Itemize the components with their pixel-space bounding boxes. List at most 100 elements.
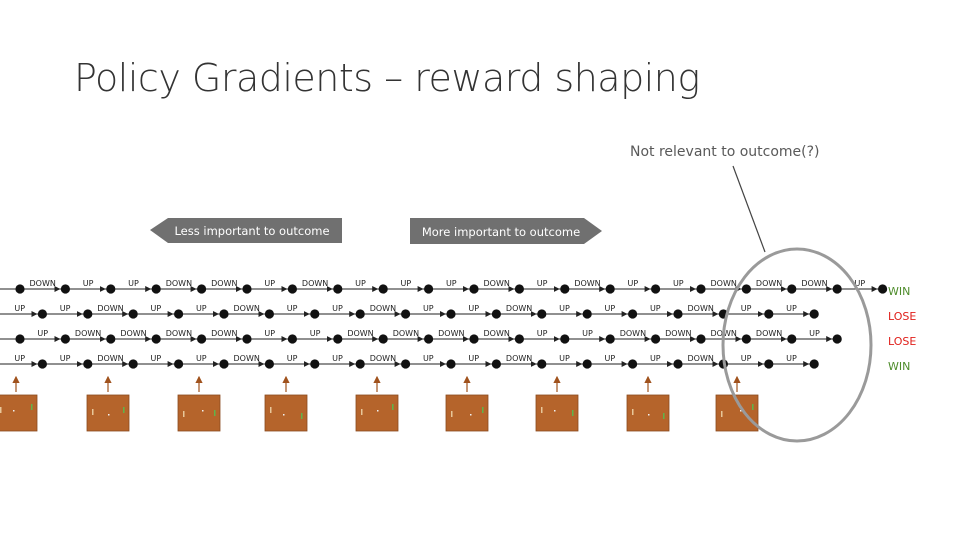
state-node — [628, 309, 637, 318]
action-label: UP — [605, 304, 616, 313]
state-node — [106, 284, 115, 293]
state-node — [38, 359, 47, 368]
ball — [648, 414, 650, 416]
state-node — [673, 309, 682, 318]
paddle — [572, 410, 574, 416]
episode-rows: DOWN UP UP DOWN DOWN UP DOWN UP UP UP DOWN UP DOWN UP… — [0, 279, 887, 369]
irrelevant-region-circle — [723, 249, 871, 441]
state-node — [810, 309, 819, 318]
state-node — [469, 334, 478, 343]
action-label: DOWN — [120, 329, 146, 338]
action-label: UP — [332, 304, 343, 313]
state-node — [469, 284, 478, 293]
action-label: DOWN — [711, 279, 737, 288]
paddle — [752, 404, 754, 410]
action-label: UP — [559, 304, 570, 313]
action-label: UP — [287, 304, 298, 313]
state-node — [742, 284, 751, 293]
state-node — [628, 359, 637, 368]
state-node — [764, 309, 773, 318]
state-node — [606, 334, 615, 343]
state-node — [696, 284, 705, 293]
state-node — [15, 284, 24, 293]
action-label: UP — [423, 304, 434, 313]
state-node — [696, 334, 705, 343]
action-label: UP — [650, 354, 661, 363]
action-label: UP — [423, 354, 434, 363]
state-node — [288, 284, 297, 293]
more-important-label: More important to outcome — [422, 225, 580, 239]
state-node — [537, 359, 546, 368]
action-label: UP — [37, 329, 48, 338]
paddle — [482, 407, 484, 413]
action-label: DOWN — [30, 279, 56, 288]
state-node — [560, 334, 569, 343]
paddle — [451, 411, 453, 417]
action-label: UP — [401, 279, 412, 288]
action-label: DOWN — [211, 279, 237, 288]
action-label: DOWN — [484, 329, 510, 338]
action-label: UP — [264, 279, 275, 288]
outcome-label: LOSE — [888, 310, 916, 323]
action-label: DOWN — [302, 279, 328, 288]
action-label: UP — [60, 304, 71, 313]
state-node — [242, 334, 251, 343]
state-node — [833, 334, 842, 343]
action-label: DOWN — [211, 329, 237, 338]
game-frames — [0, 377, 758, 431]
action-label: UP — [559, 354, 570, 363]
state-node — [197, 284, 206, 293]
action-label: UP — [605, 354, 616, 363]
state-node — [379, 334, 388, 343]
state-node — [492, 309, 501, 318]
state-node — [174, 359, 183, 368]
state-node — [379, 284, 388, 293]
paddle — [214, 410, 216, 416]
state-node — [787, 334, 796, 343]
state-node — [333, 284, 342, 293]
action-label: UP — [196, 304, 207, 313]
state-node — [401, 309, 410, 318]
state-node — [742, 334, 751, 343]
paddle — [123, 407, 125, 413]
paddle — [31, 404, 33, 410]
action-label: UP — [468, 304, 479, 313]
ball — [108, 414, 110, 416]
action-label: UP — [264, 329, 275, 338]
action-label: DOWN — [506, 354, 532, 363]
state-node — [310, 359, 319, 368]
state-node — [492, 359, 501, 368]
action-label: DOWN — [506, 304, 532, 313]
paddle — [632, 409, 634, 415]
state-node — [83, 359, 92, 368]
action-label: UP — [446, 279, 457, 288]
state-node — [424, 334, 433, 343]
state-node — [152, 284, 161, 293]
action-label: DOWN — [756, 329, 782, 338]
state-node — [673, 359, 682, 368]
outcome-label: WIN — [888, 285, 910, 298]
state-node — [606, 284, 615, 293]
state-node — [288, 334, 297, 343]
state-node — [174, 309, 183, 318]
ball — [283, 414, 285, 416]
action-label: DOWN — [393, 329, 419, 338]
state-node — [878, 284, 887, 293]
state-node — [61, 284, 70, 293]
action-label: DOWN — [370, 354, 396, 363]
more-important-arrow: More important to outcome — [410, 218, 602, 244]
action-label: DOWN — [75, 329, 101, 338]
paddle — [392, 404, 394, 410]
action-label: DOWN — [438, 329, 464, 338]
action-label: UP — [582, 329, 593, 338]
state-node — [356, 359, 365, 368]
state-node — [83, 309, 92, 318]
action-label: UP — [310, 329, 321, 338]
action-label: UP — [809, 329, 820, 338]
ball — [13, 410, 15, 412]
paddle — [0, 407, 2, 413]
action-label: UP — [355, 279, 366, 288]
state-node — [583, 359, 592, 368]
paddle — [361, 409, 363, 415]
